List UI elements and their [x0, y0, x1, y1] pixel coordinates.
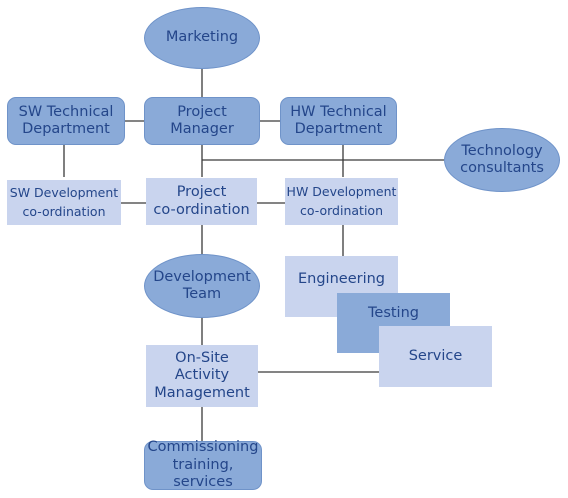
- node-commissioning: Commissioning training, services: [144, 439, 262, 490]
- node-onsite-activity-management: On-Site Activity Management: [146, 345, 258, 407]
- node-development-team: Development Team: [144, 254, 260, 318]
- node-marketing: Marketing: [144, 7, 260, 69]
- node-hw-technical-department: HW Technical Department: [280, 97, 397, 145]
- node-project-manager: Project Manager: [144, 97, 260, 145]
- node-project-coordination: Project co-ordination: [146, 178, 257, 225]
- node-hw-development-coordination: HW Development co-ordination: [285, 178, 398, 225]
- node-technology-consultants: Technology consultants: [444, 128, 560, 192]
- node-sw-technical-department: SW Technical Department: [7, 97, 125, 145]
- node-service: Service: [379, 326, 492, 387]
- node-sw-development-coordination: SW Development co-ordination: [7, 180, 121, 225]
